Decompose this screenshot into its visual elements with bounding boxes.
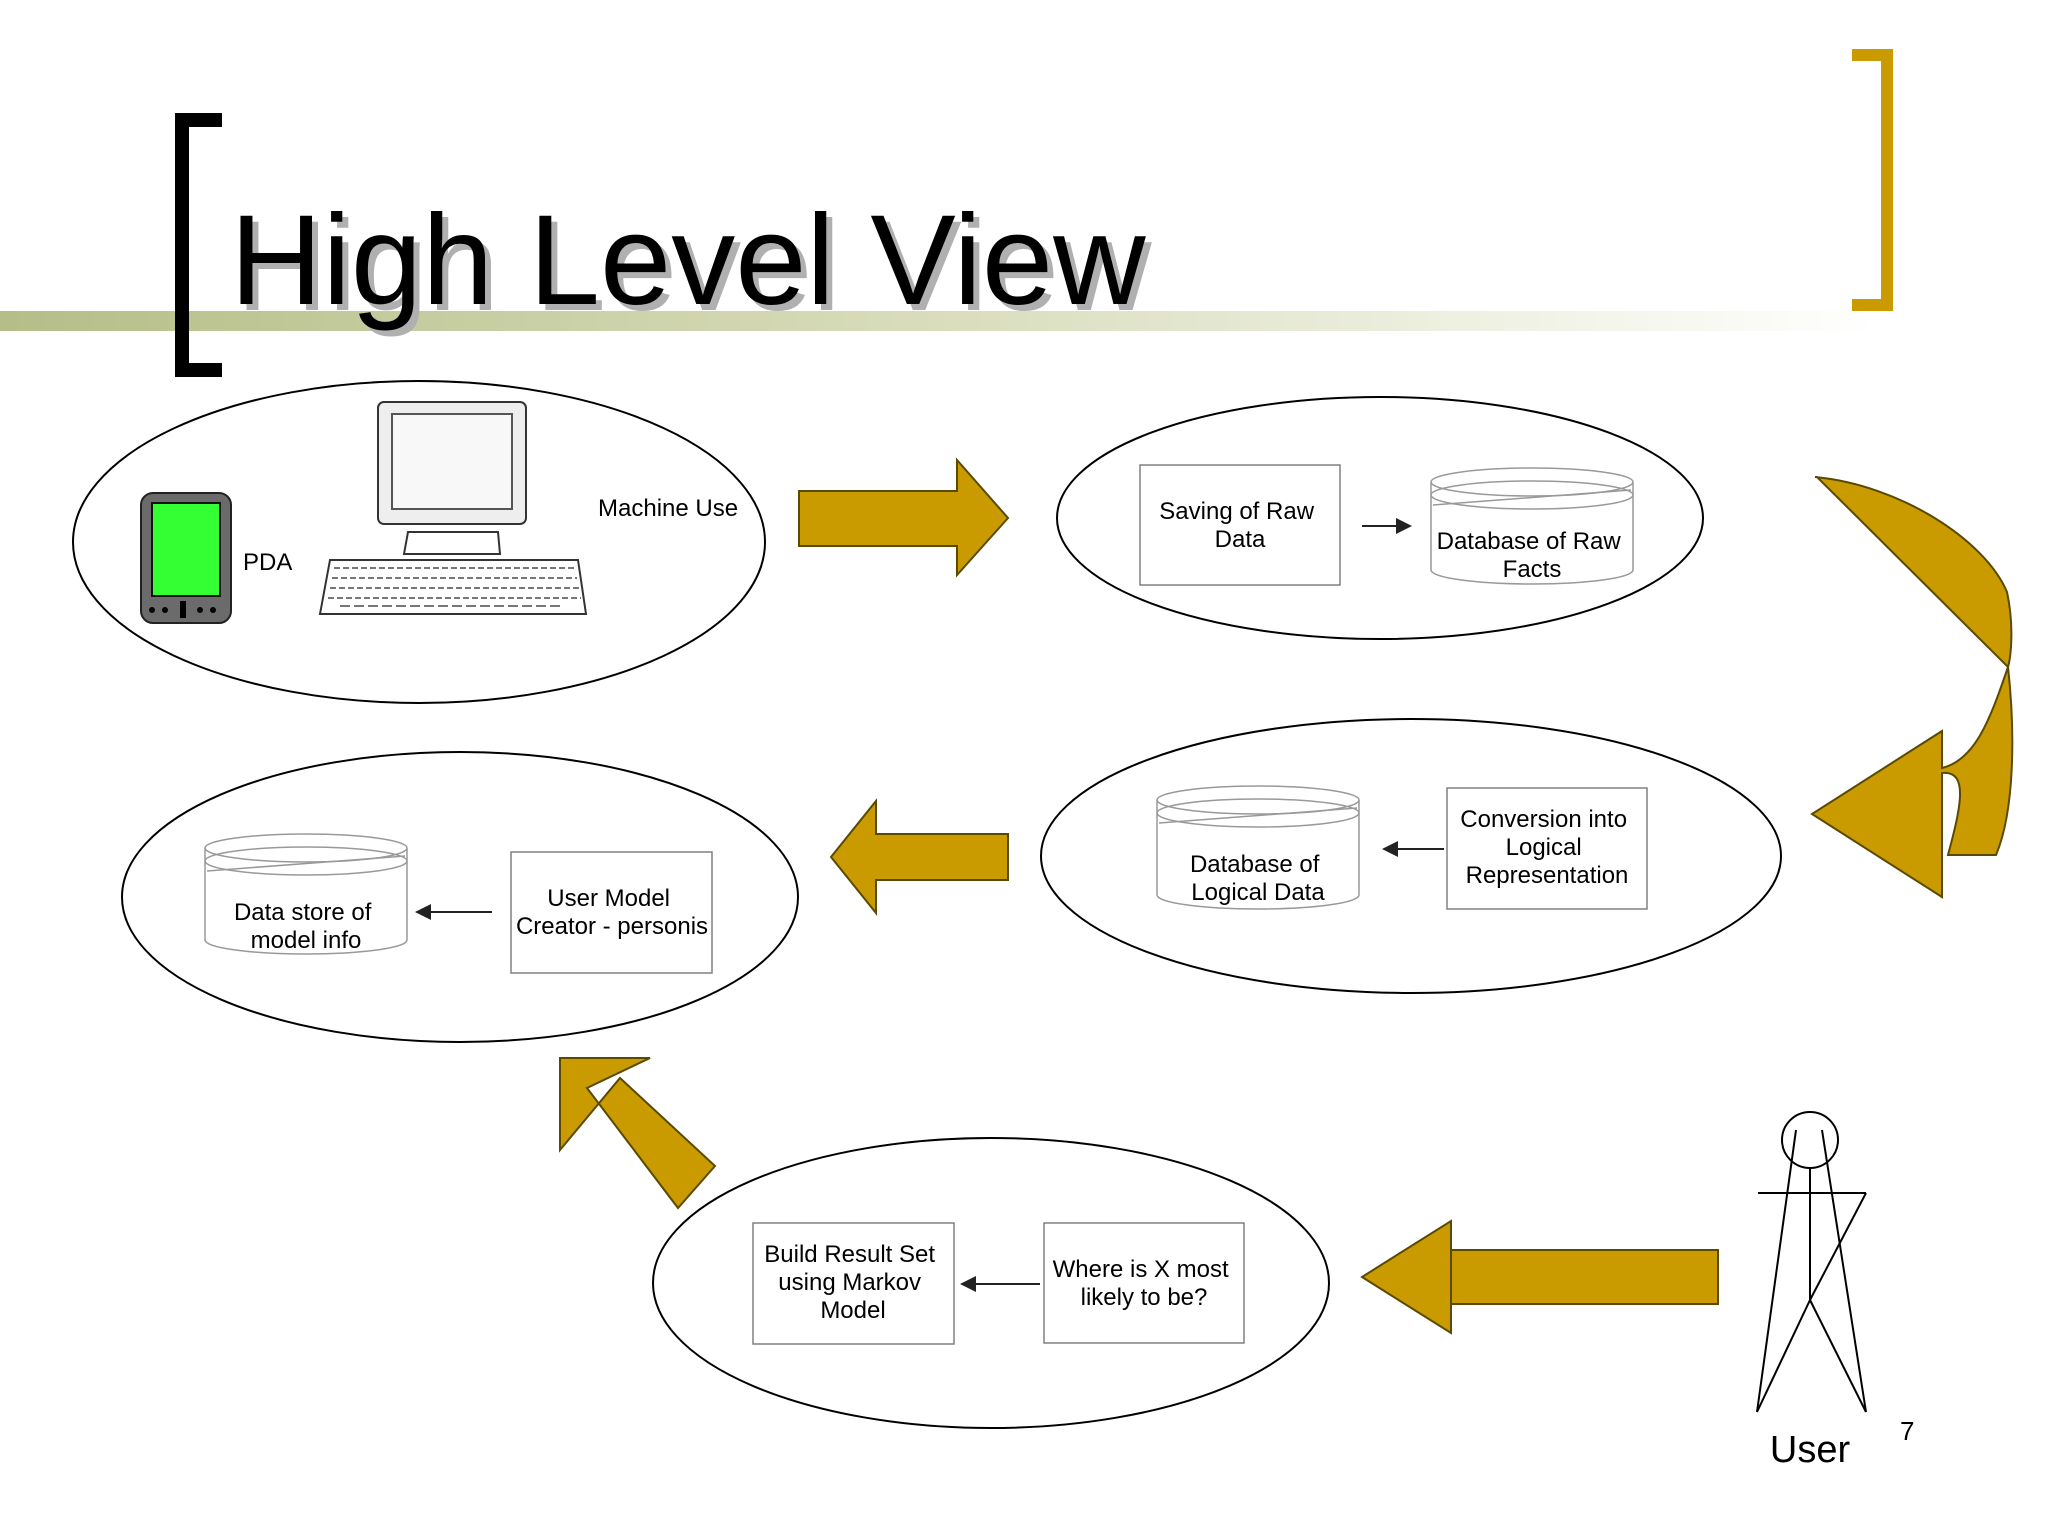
page-number: 7 <box>1900 1416 1914 1446</box>
question-label: Where is X most likely to be? <box>1053 1256 1236 1311</box>
block-arrow-icon <box>829 798 1009 916</box>
datastore-label: Data store of model info <box>234 899 378 954</box>
block-arrow-icon <box>798 457 1010 578</box>
machine-use-label: Machine Use <box>598 495 738 522</box>
database-cylinder-icon <box>1156 785 1360 910</box>
database-cylinder-icon <box>204 833 408 955</box>
user-model-creator-box <box>510 851 713 974</box>
keyboard-icon <box>318 559 588 615</box>
saving-raw-data-box <box>1139 464 1341 586</box>
slide-title-shadow: High Level View <box>236 195 1152 338</box>
stick-figure-user-icon <box>1756 1111 1867 1413</box>
database-logical-label: Database of Logical Data <box>1190 851 1326 906</box>
block-arrow-icon <box>559 1057 717 1210</box>
small-arrow-left <box>960 1276 1040 1292</box>
build-result-box <box>752 1222 955 1345</box>
small-arrow-right <box>1362 518 1412 534</box>
saving-raw-data-label: Saving of Raw Data <box>1159 498 1320 553</box>
computer-icon <box>377 401 527 555</box>
pda-icon <box>140 492 232 624</box>
user-label: User <box>1770 1429 1851 1471</box>
build-result-label: Build Result Set using Markov Model <box>764 1241 941 1324</box>
curved-arrow-icon <box>1810 476 2014 899</box>
block-arrow-icon <box>1360 1219 1719 1335</box>
conversion-label: Conversion into Logical Representation <box>1460 806 1633 889</box>
title-underline-bar <box>0 311 1880 331</box>
oval-logical <box>1040 718 1782 994</box>
user-model-creator-label: User Model Creator - personis <box>516 885 708 940</box>
conversion-box <box>1446 787 1648 910</box>
right-bracket <box>1852 49 1893 311</box>
pda-label: PDA <box>243 549 292 576</box>
small-arrow-left <box>415 904 492 920</box>
small-arrow-left <box>1382 841 1444 857</box>
question-box <box>1043 1222 1245 1344</box>
left-bracket <box>175 113 222 377</box>
database-raw-facts-label: Database of Raw Facts <box>1437 528 1628 583</box>
database-cylinder-icon <box>1430 467 1634 585</box>
slide-title: High Level View <box>230 189 1146 332</box>
